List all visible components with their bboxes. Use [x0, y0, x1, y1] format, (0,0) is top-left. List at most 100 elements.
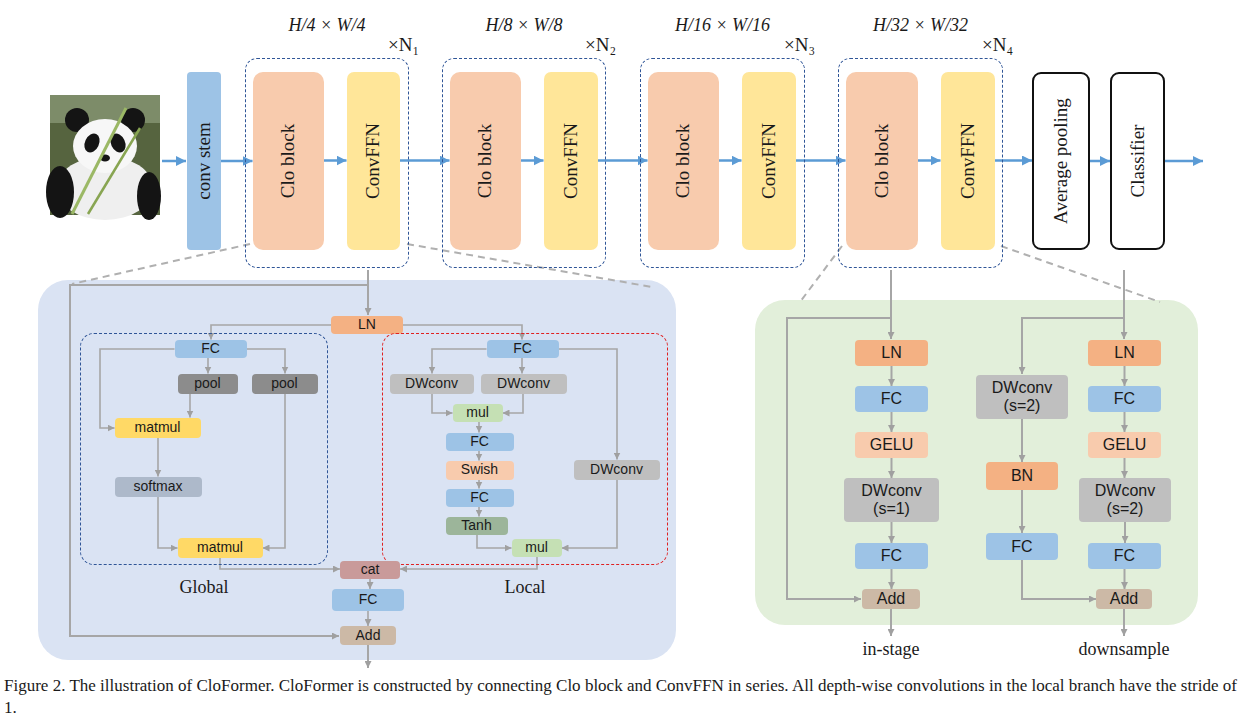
- flow-arrow: [221, 160, 253, 163]
- flow-arrow: [157, 438, 159, 477]
- repeat-label: ×N₃: [784, 34, 815, 55]
- output-label: downsample: [1024, 639, 1224, 659]
- output-line: [890, 608, 892, 636]
- op-box: mul: [512, 539, 562, 557]
- stage-block: Clo block: [253, 72, 324, 250]
- op-box: DWconv (s=2): [1079, 478, 1171, 522]
- op-label: FC: [1114, 390, 1135, 408]
- output-line: [1123, 608, 1125, 636]
- input-line: [1123, 270, 1125, 339]
- flow-arrow: [1124, 522, 1126, 543]
- flow-arrow: [247, 349, 286, 374]
- flow-arrow: [918, 159, 941, 162]
- flow-arrow: [503, 394, 524, 414]
- repeat-label: ×N₂: [585, 34, 616, 55]
- op-label: BN: [1011, 467, 1033, 485]
- flow-arrow: [189, 394, 191, 418]
- block-label: ConvFFN: [560, 122, 581, 198]
- stage-block: ConvFFN: [347, 72, 400, 250]
- op-box: FC: [487, 340, 559, 358]
- op-label: mul: [525, 540, 548, 556]
- panda-arm: [137, 172, 161, 220]
- stage-block: Clo block: [648, 72, 719, 250]
- block-label: ConvFFN: [758, 122, 779, 198]
- flow-arrow: [1090, 160, 1110, 163]
- flow-arrow: [1124, 412, 1126, 432]
- op-box: DWconv: [481, 374, 567, 394]
- op-label: FC: [1011, 538, 1032, 556]
- op-box: LN: [855, 340, 928, 366]
- flow-arrow: [158, 497, 178, 549]
- flow-arrow: [521, 159, 544, 162]
- block-label: Classifier: [1127, 125, 1148, 198]
- op-box: softmax: [115, 477, 202, 497]
- block-label: ConvFFN: [957, 122, 978, 198]
- zoom-line: [800, 246, 842, 302]
- stage-block: ConvFFN: [544, 72, 598, 250]
- clo-block-panel: [38, 280, 676, 660]
- flow-arrow: [478, 451, 480, 461]
- flow-arrow: [367, 611, 369, 626]
- op-label: GELU: [870, 436, 914, 454]
- op-box: DWconv (s=1): [844, 478, 939, 522]
- op-label: Swish: [461, 462, 498, 478]
- op-label: FC: [359, 592, 378, 608]
- op-label: FC: [201, 341, 220, 357]
- op-label: LN: [358, 317, 376, 333]
- op-label: pool: [194, 376, 220, 392]
- zoom-line: [1001, 246, 1160, 302]
- op-label: softmax: [133, 479, 182, 495]
- flow-arrow: [1021, 490, 1023, 533]
- op-label: mul: [466, 405, 489, 421]
- local-branch: LocalFCDWconvDWconvmulFCSwishFCTanhmulDW…: [382, 333, 668, 565]
- zoom-line: [407, 244, 652, 287]
- resolution-label: H/8 × W/8: [443, 15, 605, 35]
- flow-arrow: [263, 394, 286, 549]
- op-box: FC: [332, 589, 404, 611]
- flow-arrow: [100, 349, 175, 428]
- op-box: GELU: [855, 432, 928, 458]
- op-box: Tanh: [446, 517, 508, 535]
- op-box: LN: [331, 316, 403, 334]
- flow-arrow: [1165, 160, 1203, 163]
- block-label: conv stem: [193, 122, 214, 200]
- bamboo: [88, 128, 140, 214]
- resolution-label: H/4 × W/4: [246, 15, 408, 35]
- zoom-line: [72, 244, 250, 284]
- stage-group: H/8 × W/8×N₂Clo blockConvFFN: [442, 58, 606, 268]
- figure-caption: Figure 2. The illustration of CloFormer.…: [4, 675, 1237, 719]
- flow-arrow: [562, 480, 618, 549]
- flow-arrow: [478, 507, 480, 517]
- flow-arrow: [162, 160, 186, 163]
- resolution-label: H/32 × W/32: [839, 15, 1002, 35]
- op-box: DWconv (s=2): [976, 375, 1068, 419]
- stage-block: ConvFFN: [941, 72, 995, 250]
- op-box: FC: [855, 386, 928, 412]
- flow-arrow: [432, 394, 453, 414]
- flow-arrow: [891, 412, 893, 432]
- op-label: cat: [361, 562, 380, 578]
- panda-photo: [46, 95, 161, 220]
- op-box: mul: [453, 404, 503, 422]
- op-box: BN: [986, 462, 1058, 490]
- stage-group: H/4 × W/4×N₁Clo blockConvFFN: [245, 58, 409, 268]
- head-box: Average pooling: [1032, 72, 1090, 250]
- op-label: LN: [1114, 344, 1134, 362]
- flow-arrow: [324, 159, 347, 162]
- op-label: FC: [470, 434, 489, 450]
- op-box: FC: [986, 533, 1058, 560]
- flow-arrow: [995, 159, 1033, 162]
- repeat-label: ×N₄: [982, 34, 1013, 55]
- op-box: DWconv: [390, 374, 474, 394]
- flow-arrow: [559, 349, 618, 460]
- residual-line: [70, 285, 368, 636]
- op-label: LN: [881, 344, 901, 362]
- output-label: in-stage: [791, 639, 991, 659]
- op-box: FC: [446, 433, 514, 451]
- op-label: matmul: [135, 420, 181, 436]
- block-label: ConvFFN: [362, 122, 383, 198]
- op-box: Add: [340, 626, 396, 645]
- repeat-label: ×N₁: [388, 34, 419, 55]
- op-box: FC: [1088, 543, 1161, 569]
- op-label: matmul: [197, 540, 243, 556]
